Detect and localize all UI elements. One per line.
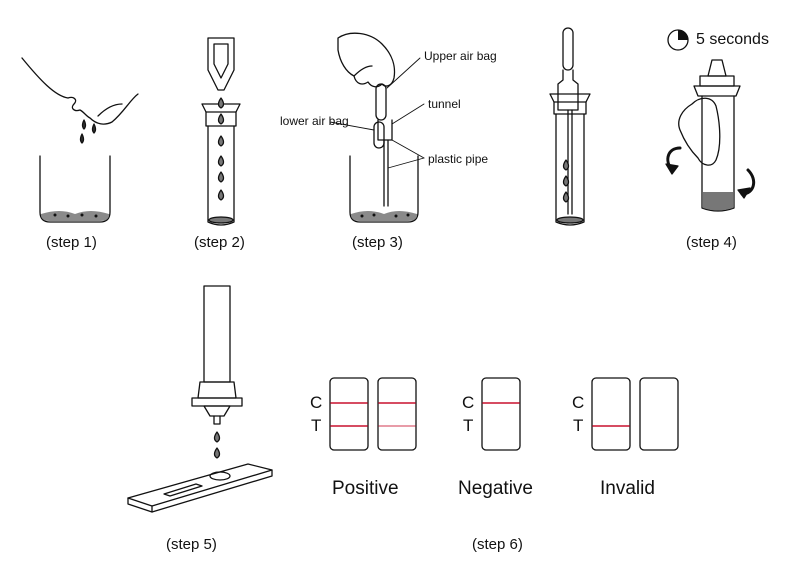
tube3b-collar [549,93,591,103]
drop-1 [81,119,87,130]
upper-air-bag [375,83,387,121]
drop [217,135,225,147]
positive-strip-1 [329,377,369,451]
upper-air-bag-label: Upper air bag [424,49,497,63]
hand [337,32,396,88]
drop [217,171,225,183]
step1-illustration [21,57,139,223]
step4-illustration [665,29,756,212]
step3b-illustration [549,27,591,226]
positive-t-label: T [311,416,322,435]
invalid-caption: Invalid [600,478,655,499]
step5-illustration [127,285,273,513]
tube4-body [701,95,735,212]
tube4-cap [707,59,727,77]
tube2-body [207,125,235,226]
drop [217,113,225,125]
tube3b-body [555,113,585,226]
tunnel [377,119,393,141]
invalid-t-label: T [573,416,584,435]
drop-2 [79,133,85,144]
negative-strip [481,377,521,451]
step3-label: (step 3) [352,234,403,251]
step4-label: (step 4) [686,234,737,251]
dropper-stem [562,27,574,71]
step2-illustration [201,37,241,226]
hand-4 [678,97,721,166]
tunnel-label: tunnel [428,97,461,111]
drop-3 [91,123,97,134]
step5-label: (step 5) [166,536,217,553]
face-profile [21,57,139,125]
positive-strip-2 [377,377,417,451]
dropper-bulb [207,37,235,91]
drop [217,155,225,167]
negative-t-label: T [463,416,474,435]
drop [217,97,225,109]
timer-label: 5 seconds [696,31,769,48]
cup-3 [349,155,419,223]
cup-1 [39,155,111,223]
plastic-pipe-label: plastic pipe [428,152,489,166]
step3-illustration [329,32,425,223]
chin-line [97,103,123,117]
lower-air-bag [373,121,385,149]
step1-label: (step 1) [46,234,97,251]
negative-c-label: C [462,393,475,412]
negative-caption: Negative [458,478,533,499]
lower-air-bag-label: lower air bag [280,114,349,128]
drop [217,189,225,201]
positive-c-label: C [310,393,323,412]
invalid-strip-1 [591,377,631,451]
tube5-body [203,285,231,383]
invalid-c-label: C [572,393,585,412]
step2-label: (step 2) [194,234,245,251]
timer-icon [667,29,689,51]
step6-results [329,377,679,451]
step6-label: (step 6) [472,536,523,553]
cup-1-liquid [41,211,109,221]
positive-caption: Positive [332,478,399,499]
invalid-strip-2 [639,377,679,451]
